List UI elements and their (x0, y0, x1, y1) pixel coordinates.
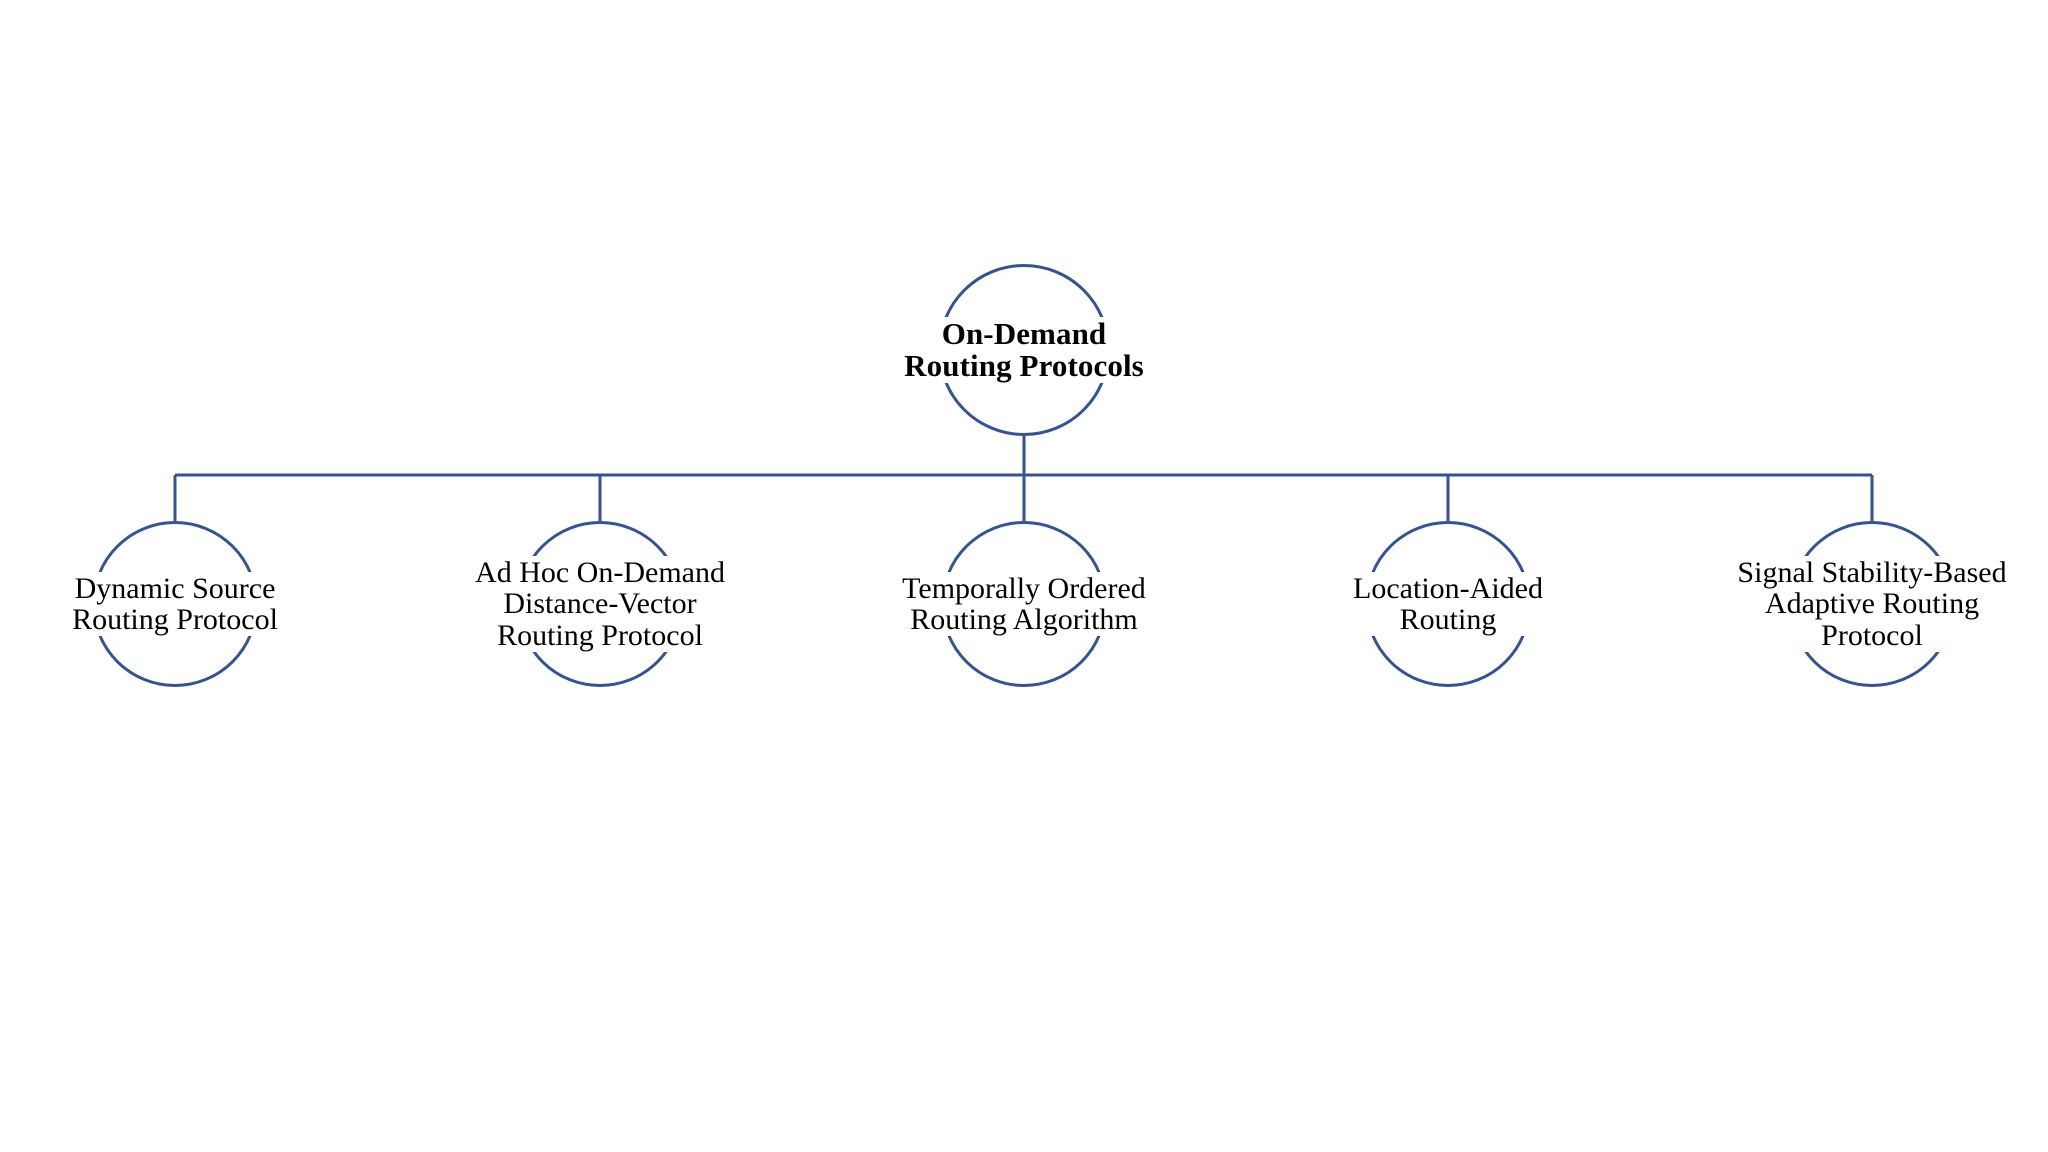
label-line-2: Distance-Vector (503, 587, 697, 621)
label-line-1: Location-Aided (1353, 571, 1543, 605)
node-signal-stability-based-adaptive-routing-protocol[interactable]: Signal Stability-Based Adaptive Routing … (1662, 499, 2048, 709)
node-location-aided-routing[interactable]: Location-Aided Routing (1238, 499, 1658, 709)
label-line-3: Protocol (1821, 618, 1923, 652)
node-ad-hoc-on-demand-distance-vector-routing-protocol[interactable]: Ad Hoc On-Demand Distance-Vector Routing… (390, 499, 810, 709)
node-root[interactable]: On-Demand Routing Protocols (794, 240, 1254, 460)
label-line-1: Dynamic Source (74, 571, 276, 605)
label-line-1: Signal Stability-Based (1737, 556, 2007, 590)
label-line-2: Routing Algorithm (910, 603, 1138, 636)
label-line-2: Routing (1399, 603, 1497, 636)
node-location-aided-routing-label: Location-Aided Routing (1347, 571, 1549, 637)
label-line-2: Adaptive Routing (1764, 587, 1980, 621)
node-temporally-ordered-routing-algorithm[interactable]: Temporally Ordered Routing Algorithm (814, 499, 1234, 709)
node-root-label-line-1: On-Demand (941, 315, 1107, 351)
node-temporally-ordered-routing-algorithm-label: Temporally Ordered Routing Algorithm (896, 571, 1152, 637)
label-line-2: Routing Protocol (72, 603, 278, 636)
node-root-label-line-2: Routing Protocols (904, 348, 1144, 383)
node-dynamic-source-routing-protocol-label: Dynamic Source Routing Protocol (66, 571, 284, 637)
node-signal-stability-based-adaptive-routing-protocol-label: Signal Stability-Based Adaptive Routing … (1731, 556, 2013, 652)
label-line-1: Ad Hoc On-Demand (475, 556, 725, 590)
node-ad-hoc-on-demand-distance-vector-routing-protocol-label: Ad Hoc On-Demand Distance-Vector Routing… (469, 556, 731, 652)
node-root-label: On-Demand Routing Protocols (898, 315, 1150, 384)
label-line-3: Routing Protocol (497, 618, 703, 652)
node-dynamic-source-routing-protocol[interactable]: Dynamic Source Routing Protocol (0, 499, 385, 709)
label-line-1: Temporally Ordered (902, 571, 1146, 605)
